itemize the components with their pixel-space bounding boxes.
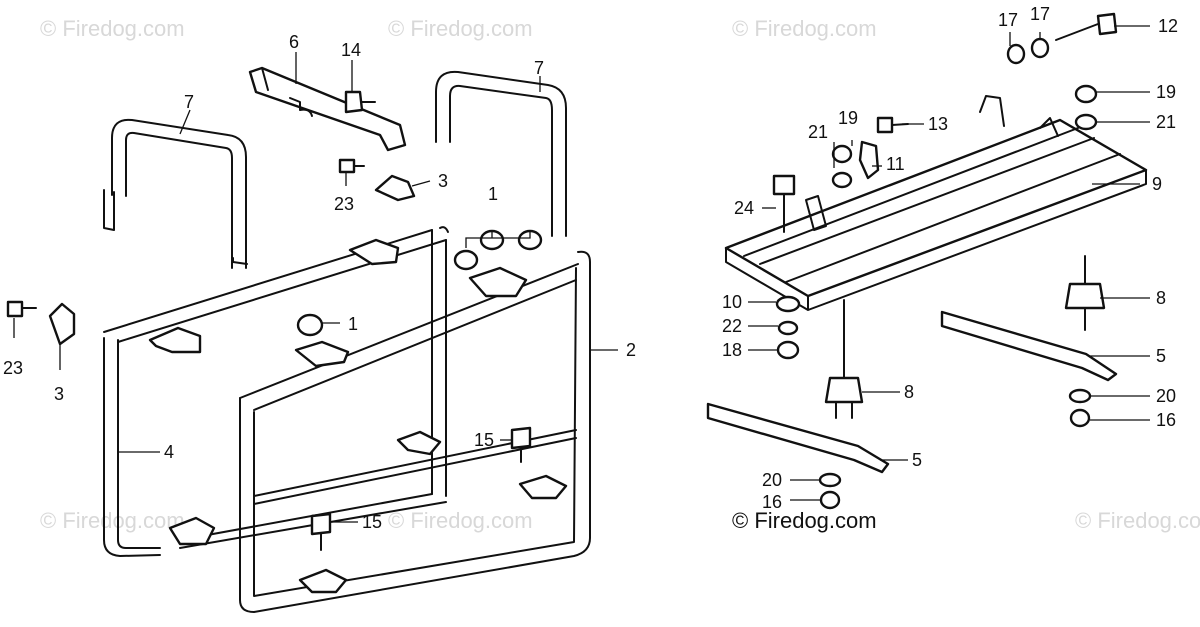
mount-8-center	[824, 299, 864, 419]
callout-20: 20	[1156, 386, 1176, 406]
watermark: © Firedog.com	[40, 16, 185, 41]
callout-6: 6	[289, 32, 299, 52]
callout-2: 2	[626, 340, 636, 360]
callout-13: 13	[928, 114, 948, 134]
washer-20-right	[1068, 388, 1092, 404]
lockwasher-22	[777, 320, 799, 336]
rail-9	[724, 95, 1148, 311]
callout-1: 1	[488, 184, 498, 204]
callout-21: 21	[1156, 112, 1176, 132]
callout-3: 3	[438, 171, 448, 191]
callout-7: 7	[184, 92, 194, 112]
plate-5-left	[706, 402, 890, 474]
callout-18: 18	[722, 340, 742, 360]
copyright-caption: © Firedog.com	[732, 508, 877, 533]
callout-14: 14	[341, 40, 361, 60]
callout-15: 15	[474, 430, 494, 450]
frame-brackets	[148, 238, 568, 594]
bolt-23-upper	[338, 158, 365, 174]
washer-21-right	[1074, 113, 1098, 131]
clamp-11	[858, 140, 880, 180]
callout-numbers: 6 14 7 7 3 23 1 1 23 3 4 2 15 15 17 17 1…	[3, 4, 1178, 532]
washer-10	[775, 295, 801, 313]
callout-22: 22	[722, 316, 742, 336]
watermark: © Firedog.com	[388, 16, 533, 41]
callout-17: 17	[998, 10, 1018, 30]
callout-5: 5	[912, 450, 922, 470]
clip-3-upper	[374, 174, 416, 202]
watermark: © Firedog.com	[732, 16, 877, 41]
callout-5: 5	[1156, 346, 1166, 366]
callout-21: 21	[808, 122, 828, 142]
frame-4	[103, 226, 449, 557]
callout-23: 23	[3, 358, 23, 378]
callout-15: 15	[362, 512, 382, 532]
nut-19-center	[831, 144, 853, 164]
handle-7-left	[103, 118, 248, 269]
callout-10: 10	[722, 292, 742, 312]
callout-4: 4	[164, 442, 174, 462]
watermark: © Firedog.com	[1075, 508, 1200, 533]
callout-11: 11	[886, 154, 905, 174]
watermark: © Firedog.com	[40, 508, 185, 533]
callout-9: 9	[1152, 174, 1162, 194]
bolt-13	[876, 116, 909, 134]
callout-8: 8	[1156, 288, 1166, 308]
foot-15-lower	[310, 512, 332, 551]
callout-17: 17	[1030, 4, 1050, 24]
bolt-23-left	[6, 300, 37, 318]
nut-19-right	[1074, 84, 1098, 104]
callout-19: 19	[838, 108, 858, 128]
leader-lines	[13, 25, 1150, 523]
callout-12: 12	[1158, 16, 1178, 36]
washer-21-center	[831, 171, 853, 189]
nut-16-left	[819, 490, 841, 510]
foot-15-upper	[510, 426, 532, 463]
washer-20-left	[818, 472, 842, 488]
callout-16: 16	[762, 492, 782, 512]
handle-7-right	[435, 70, 567, 237]
bracket-6	[248, 66, 407, 152]
clip-3-left	[48, 302, 76, 346]
callout-16: 16	[1156, 410, 1176, 430]
callout-20: 20	[762, 470, 782, 490]
plate-5-right	[940, 310, 1118, 382]
bolt-24	[772, 174, 796, 233]
callout-7: 7	[534, 58, 544, 78]
stud-14	[344, 90, 376, 114]
watermark: © Firedog.com	[388, 508, 533, 533]
nut-18	[776, 340, 800, 360]
callout-3: 3	[54, 384, 64, 404]
callout-1: 1	[348, 314, 358, 334]
callout-19: 19	[1156, 82, 1176, 102]
nuts-17	[1006, 37, 1050, 65]
grommets-1	[296, 229, 543, 337]
nut-16-right	[1069, 408, 1091, 428]
callout-23: 23	[334, 194, 354, 214]
frame-2	[239, 250, 591, 613]
bolt-12	[1055, 12, 1118, 41]
callout-8: 8	[904, 382, 914, 402]
callout-24: 24	[734, 198, 754, 218]
mount-8-right	[1064, 255, 1106, 331]
